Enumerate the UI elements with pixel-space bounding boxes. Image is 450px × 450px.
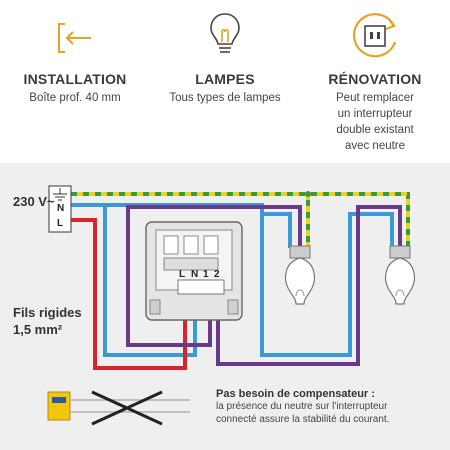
supply-terminal-block: N L xyxy=(48,185,72,233)
switch-mechanism: L N 1 2 xyxy=(145,221,243,321)
feature-line: Boîte prof. 40 mm xyxy=(29,92,121,104)
feature-lampes: LAMPES Tous types de lampes xyxy=(150,0,300,163)
feature-title: RÉNOVATION xyxy=(328,71,422,87)
feature-title: LAMPES xyxy=(195,71,255,87)
feature-description: Tous types de lampes xyxy=(150,90,300,106)
feature-title: INSTALLATION xyxy=(23,71,127,87)
wire-spec-line: 1,5 mm² xyxy=(13,322,63,337)
load-wires xyxy=(126,205,402,366)
feature-renovation: RÉNOVATION Peut remplacer un interrupteu… xyxy=(300,0,450,163)
switch-terminal-1: 1 xyxy=(203,269,209,280)
feature-installation: INSTALLATION Boîte prof. 40 mm xyxy=(0,0,150,163)
switch-terminal-l: L xyxy=(179,269,185,280)
feature-line: avec neutre xyxy=(344,140,406,152)
feature-line: Peut remplacer xyxy=(336,92,414,104)
switch-terminal-2: 2 xyxy=(214,269,220,280)
feature-description: Boîte prof. 40 mm xyxy=(0,90,150,106)
compensator-crossed xyxy=(47,390,190,426)
lamp-right xyxy=(385,245,415,305)
wire-spec-line: Fils rigides xyxy=(13,305,82,320)
compensator-note: Pas besoin de compensateur : la présence… xyxy=(216,388,446,426)
lamp-left xyxy=(285,245,315,305)
switch-terminal-n: N xyxy=(191,269,198,280)
wire-spec-label: Fils rigides 1,5 mm² xyxy=(13,304,82,338)
lightbulb-icon xyxy=(210,13,240,53)
note-title: Pas besoin de compensateur : xyxy=(216,388,375,400)
feature-line: un interrupteur xyxy=(337,108,413,120)
feature-line: Tous types de lampes xyxy=(169,92,281,104)
note-line: connecté assure la stabilité du courant. xyxy=(216,414,390,425)
note-line: la présence du neutre sur l'interrupteur xyxy=(216,401,388,412)
installation-arrow-icon xyxy=(58,23,91,53)
renovation-outlet-icon xyxy=(353,13,397,58)
terminal-label-l: L xyxy=(57,218,63,229)
earth-junction xyxy=(305,191,311,197)
terminal-label-n: N xyxy=(57,203,64,214)
live-wire xyxy=(65,218,187,370)
features-panel: INSTALLATION Boîte prof. 40 mm LAMPES To… xyxy=(0,0,450,163)
earth-wire xyxy=(65,191,410,246)
feature-line: double existant xyxy=(336,124,414,136)
wiring-diagram: N L L N 1 2 xyxy=(47,185,415,426)
feature-description: Peut remplacer un interrupteur double ex… xyxy=(300,90,450,154)
supply-voltage-label: 230 V~ xyxy=(13,194,55,209)
